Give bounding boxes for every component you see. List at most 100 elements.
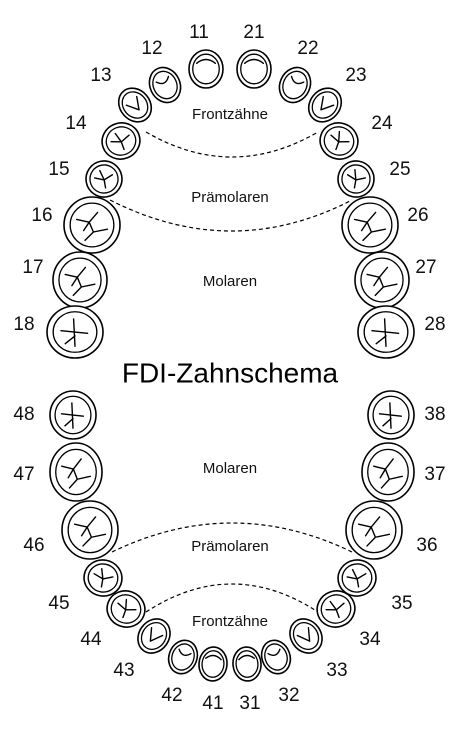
upper-front-premolar-divider: [145, 131, 319, 158]
upper-premolar-molar-divider: [109, 199, 353, 232]
tooth-outline-26: [341, 196, 399, 254]
tooth-inner-45: [87, 563, 119, 593]
lower-premolars-label: Prämolaren: [191, 538, 269, 555]
tooth-fissure-41: [205, 654, 222, 661]
tooth-inner-14: [105, 126, 137, 156]
tooth-inner-23: [311, 91, 339, 119]
tooth-outline-46: [61, 500, 119, 560]
tooth-inner-27: [360, 257, 404, 303]
tooth-fissure-44: [117, 598, 137, 619]
tooth-inner-43: [140, 622, 168, 650]
tooth-fissure-11: [195, 58, 217, 64]
tooth-fissure-24: [330, 130, 350, 151]
tooth-fissure-45: [93, 567, 114, 588]
tooth-fissure-26: [353, 211, 387, 242]
tooth-fissure-22: [290, 75, 305, 85]
tooth-28: [357, 305, 415, 359]
tooth-fissure-36: [357, 516, 391, 547]
tooth-fissure-33: [296, 627, 311, 642]
tooth-outline-16: [63, 196, 121, 254]
tooth-43: [137, 618, 171, 654]
tooth-number-37: 37: [424, 464, 445, 485]
upper-molars-label: Molaren: [203, 273, 257, 290]
tooth-number-47: 47: [13, 464, 34, 485]
tooth-number-21: 21: [243, 22, 264, 43]
tooth-24: [319, 122, 359, 160]
tooth-number-28: 28: [424, 314, 445, 335]
tooth-number-26: 26: [407, 205, 428, 226]
tooth-fissure-43: [149, 627, 164, 642]
tooth-outline-11: [188, 49, 224, 89]
tooth-inner-21: [240, 53, 268, 85]
tooth-inner-35: [341, 563, 373, 593]
tooth-outline-17: [52, 251, 108, 309]
tooth-fissure-16: [75, 211, 109, 242]
tooth-inner-37: [367, 448, 409, 496]
tooth-fissure-23: [320, 95, 335, 111]
tooth-number-23: 23: [345, 65, 366, 86]
lower-front-teeth-label: Frontzähne: [192, 613, 268, 630]
tooth-inner-25: [341, 164, 371, 194]
tooth-outline-32: [260, 639, 292, 675]
lower-molars-label: Molaren: [203, 460, 257, 477]
tooth-fissure-14: [110, 132, 130, 151]
tooth-12: [148, 66, 182, 104]
tooth-25: [337, 160, 375, 198]
tooth-fissure-47: [61, 458, 91, 489]
tooth-number-14: 14: [65, 113, 87, 134]
tooth-number-38: 38: [424, 404, 445, 425]
tooth-number-33: 33: [326, 660, 347, 681]
tooth-number-32: 32: [278, 685, 299, 706]
tooth-fissure-17: [64, 266, 96, 297]
tooth-outline-31: [232, 646, 262, 682]
tooth-fissure-21: [243, 58, 265, 64]
tooth-outline-41: [198, 646, 228, 682]
tooth-number-17: 17: [22, 257, 43, 278]
tooth-fissure-42: [178, 648, 192, 657]
tooth-number-27: 27: [415, 257, 436, 278]
tooth-outline-36: [345, 500, 403, 560]
tooth-number-48: 48: [13, 404, 34, 425]
tooth-inner-32: [264, 643, 288, 671]
tooth-inner-11: [192, 53, 220, 85]
tooth-16: [63, 196, 121, 254]
tooth-outline-37: [361, 442, 415, 502]
tooth-45: [83, 559, 123, 597]
tooth-26: [341, 196, 399, 254]
tooth-42: [167, 639, 199, 675]
tooth-number-24: 24: [371, 113, 393, 134]
upper-premolars-label: Prämolaren: [191, 189, 269, 206]
tooth-inner-24: [323, 126, 355, 156]
tooth-number-12: 12: [141, 38, 162, 59]
tooth-number-41: 41: [202, 693, 223, 714]
tooth-fissure-25: [346, 168, 367, 189]
tooth-inner-18: [52, 311, 98, 353]
tooth-fissure-31: [238, 654, 255, 661]
tooth-46: [61, 500, 119, 560]
tooth-inner-41: [201, 650, 225, 678]
tooth-31: [232, 646, 262, 682]
tooth-18: [46, 305, 104, 359]
tooth-number-31: 31: [239, 693, 260, 714]
tooth-fissure-13: [125, 95, 140, 111]
tooth-inner-15: [89, 164, 119, 194]
tooth-17: [52, 251, 108, 309]
tooth-15: [85, 160, 123, 198]
chart-title: FDI-Zahnschema: [122, 357, 339, 388]
tooth-32: [260, 639, 292, 675]
tooth-outline-21: [236, 49, 272, 89]
tooth-fissure-37: [373, 458, 403, 489]
tooth-number-43: 43: [113, 660, 134, 681]
tooth-34: [316, 590, 356, 628]
teeth-group: [46, 49, 415, 682]
tooth-inner-31: [235, 650, 259, 678]
lower-premolar-front-divider: [145, 583, 319, 613]
tooth-fissure-34: [325, 600, 345, 619]
tooth-35: [337, 559, 377, 597]
tooth-number-34: 34: [359, 629, 381, 650]
tooth-outline-27: [354, 251, 410, 309]
tooth-inner-42: [171, 643, 195, 671]
tooth-27: [354, 251, 410, 309]
